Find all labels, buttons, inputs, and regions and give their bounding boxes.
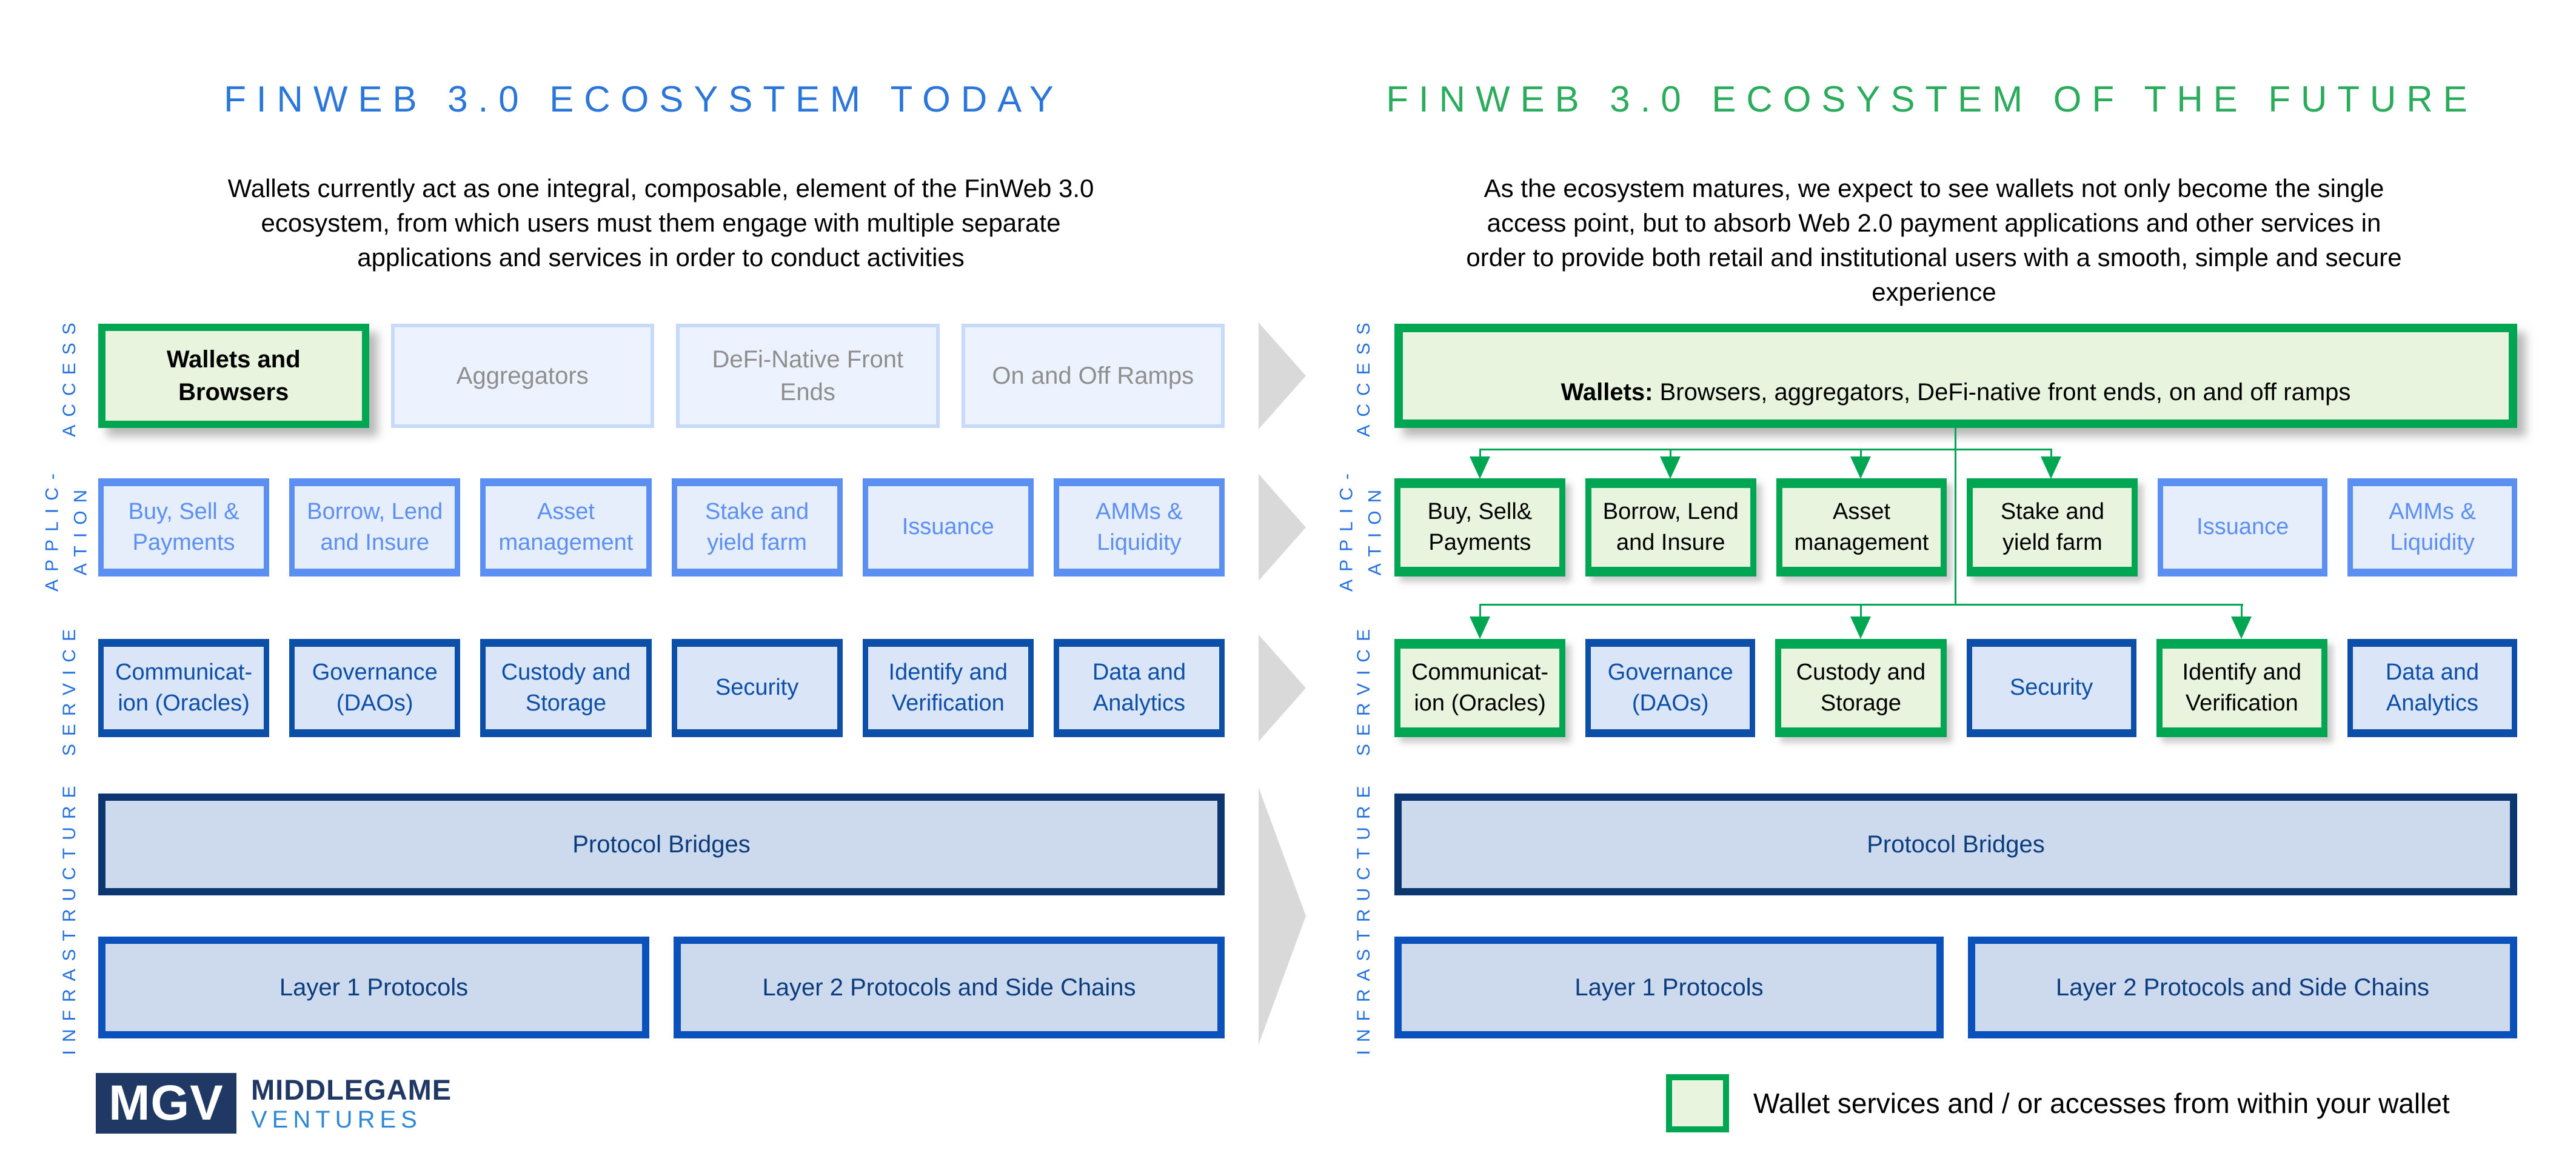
logo-name-middlegame: MIDDLEGAME [251, 1074, 452, 1106]
legend-green-swatch [1666, 1074, 1729, 1132]
wallet-connector-branch-application [1479, 449, 2052, 450]
today-box-identify-verification: Identify and Verification [862, 639, 1034, 737]
today-infrastructure-axis-label: INFRASTRUCTURE [59, 778, 79, 1055]
connector-stub-2 [1670, 449, 1671, 458]
legend: Wallet services and / or accesses from w… [1666, 1074, 2450, 1132]
future-access-axis-label: ACCESS [1353, 315, 1374, 437]
logo-name-ventures: VENTURES [251, 1106, 422, 1133]
connector-stub-7 [2241, 604, 2243, 617]
wallet-connector-stem-top [1955, 427, 1956, 450]
today-box-security: Security [671, 639, 843, 737]
today-access-axis-label: ACCESS [59, 315, 79, 437]
today-box-buy-sell-payments: Buy, Sell & Payments [98, 478, 270, 576]
today-box-governance-daos: Governance (DAOs) [289, 639, 461, 737]
future-access-row: Wallets: Browsers, aggregators, DeFi-nat… [1394, 324, 2517, 428]
today-box-layer1-protocols: Layer 1 Protocols [98, 937, 649, 1038]
future-layers-row: Layer 1 Protocols Layer 2 Protocols and … [1394, 937, 2517, 1038]
today-access-row: Wallets and Browsers Aggregators DeFi-Na… [98, 324, 1225, 428]
future-box-wallets: Wallets: Browsers, aggregators, DeFi-nat… [1394, 324, 2517, 428]
arrow-down-identify-icon [2231, 617, 2252, 639]
today-box-custody-storage: Custody and Storage [480, 639, 652, 737]
future-box-issuance: Issuance [2158, 478, 2328, 576]
future-box-identify-verification: Identify and Verification [2156, 639, 2327, 737]
middlegame-ventures-logo: MGV MIDDLEGAME VENTURES [96, 1073, 452, 1134]
arrow-down-custody-icon [1850, 617, 1871, 639]
connector-stub-1 [1479, 449, 1481, 458]
future-box-asset-management: Asset management [1776, 478, 1947, 576]
future-box-governance-daos: Governance (DAOs) [1585, 639, 1756, 737]
today-service-axis-label: SERVICE [59, 621, 79, 757]
today-box-defi-native-front-ends: DeFi-Native Front Ends [676, 324, 940, 428]
arrow-down-buy-sell-icon [1470, 456, 1490, 479]
future-subtitle: As the ecosystem matures, we expect to s… [1466, 174, 2402, 307]
today-box-stake-yield-farm: Stake and yield farm [671, 478, 843, 576]
mgv-logo-mark: MGV [96, 1073, 236, 1134]
today-box-aggregators: Aggregators [390, 324, 654, 428]
today-box-borrow-lend-insure: Borrow, Lend and Insure [289, 478, 461, 576]
today-box-layer2-protocols: Layer 2 Protocols and Side Chains [674, 937, 1225, 1038]
future-box-custody-storage: Custody and Storage [1775, 639, 1947, 737]
arrow-down-communication-icon [1470, 617, 1490, 639]
arrow-down-stake-yield-icon [2041, 456, 2061, 479]
future-box-amms-liquidity: AMMs & Liquidity [2347, 478, 2517, 576]
connector-stub-5 [1479, 604, 1481, 617]
today-box-data-analytics: Data and Analytics [1053, 639, 1225, 737]
future-bridges-row: Protocol Bridges [1394, 794, 2517, 895]
today-application-axis-label: APPLIC- ATION [42, 466, 91, 592]
today-box-issuance: Issuance [862, 478, 1034, 576]
connector-stub-3 [1860, 449, 1862, 458]
future-service-row: Communicat- ion (Oracles) Governance (DA… [1394, 639, 2518, 737]
future-service-axis-label: SERVICE [1353, 621, 1374, 757]
legend-text: Wallet services and / or accesses from w… [1753, 1088, 2450, 1119]
future-box-security: Security [1966, 639, 2136, 737]
future-box-stake-yield-farm: Stake and yield farm [1967, 478, 2138, 576]
transition-arrow-service-icon [1259, 635, 1306, 741]
connector-stub-6 [1860, 604, 1862, 617]
future-application-row: Buy, Sell& Payments Borrow, Lend and Ins… [1394, 478, 2517, 576]
today-subtitle: Wallets currently act as one integral, c… [227, 174, 1094, 272]
future-box-buy-sell-payments: Buy, Sell& Payments [1394, 478, 1565, 576]
future-application-axis-label: APPLIC- ATION [1336, 466, 1385, 592]
wallet-connector-stem-bottom [1955, 449, 1956, 605]
future-box-layer2-protocols: Layer 2 Protocols and Side Chains [1968, 937, 2517, 1038]
future-title: FINWEB 3.0 ECOSYSTEM OF THE FUTURE [1386, 79, 2478, 120]
future-box-communication-oracles: Communicat- ion (Oracles) [1394, 639, 1566, 737]
arrow-down-borrow-lend-icon [1660, 456, 1681, 479]
future-box-protocol-bridges: Protocol Bridges [1394, 794, 2517, 895]
today-box-protocol-bridges: Protocol Bridges [98, 794, 1225, 895]
future-infrastructure-axis-label: INFRASTRUCTURE [1353, 778, 1374, 1055]
today-bridges-row: Protocol Bridges [98, 794, 1225, 895]
future-box-borrow-lend-insure: Borrow, Lend and Insure [1585, 478, 1756, 576]
today-service-row: Communicat- ion (Oracles) Governance (DA… [98, 639, 1225, 737]
today-title: FINWEB 3.0 ECOSYSTEM TODAY [224, 79, 1064, 120]
transition-arrow-access-icon [1259, 322, 1306, 429]
today-box-on-and-off-ramps: On and Off Ramps [961, 324, 1225, 428]
future-box-data-analytics: Data and Analytics [2347, 639, 2518, 737]
today-box-asset-management: Asset management [480, 478, 652, 576]
transition-arrow-application-icon [1259, 474, 1306, 581]
today-box-communication-oracles: Communicat- ion (Oracles) [98, 639, 270, 737]
wallets-description: Browsers, aggregators, DeFi-native front… [1653, 379, 2351, 406]
future-box-layer1-protocols: Layer 1 Protocols [1394, 937, 1944, 1038]
today-layers-row: Layer 1 Protocols Layer 2 Protocols and … [98, 937, 1225, 1038]
today-box-amms-liquidity: AMMs & Liquidity [1053, 478, 1225, 576]
today-application-row: Buy, Sell & Payments Borrow, Lend and In… [98, 478, 1225, 576]
arrow-down-asset-management-icon [1850, 456, 1871, 479]
today-box-wallets-and-browsers: Wallets and Browsers [98, 324, 369, 428]
logo-wordmark: MIDDLEGAME VENTURES [251, 1073, 452, 1134]
wallets-label: Wallets: [1561, 379, 1653, 406]
transition-arrow-infrastructure-icon [1259, 787, 1306, 1044]
connector-stub-4 [2050, 449, 2052, 458]
